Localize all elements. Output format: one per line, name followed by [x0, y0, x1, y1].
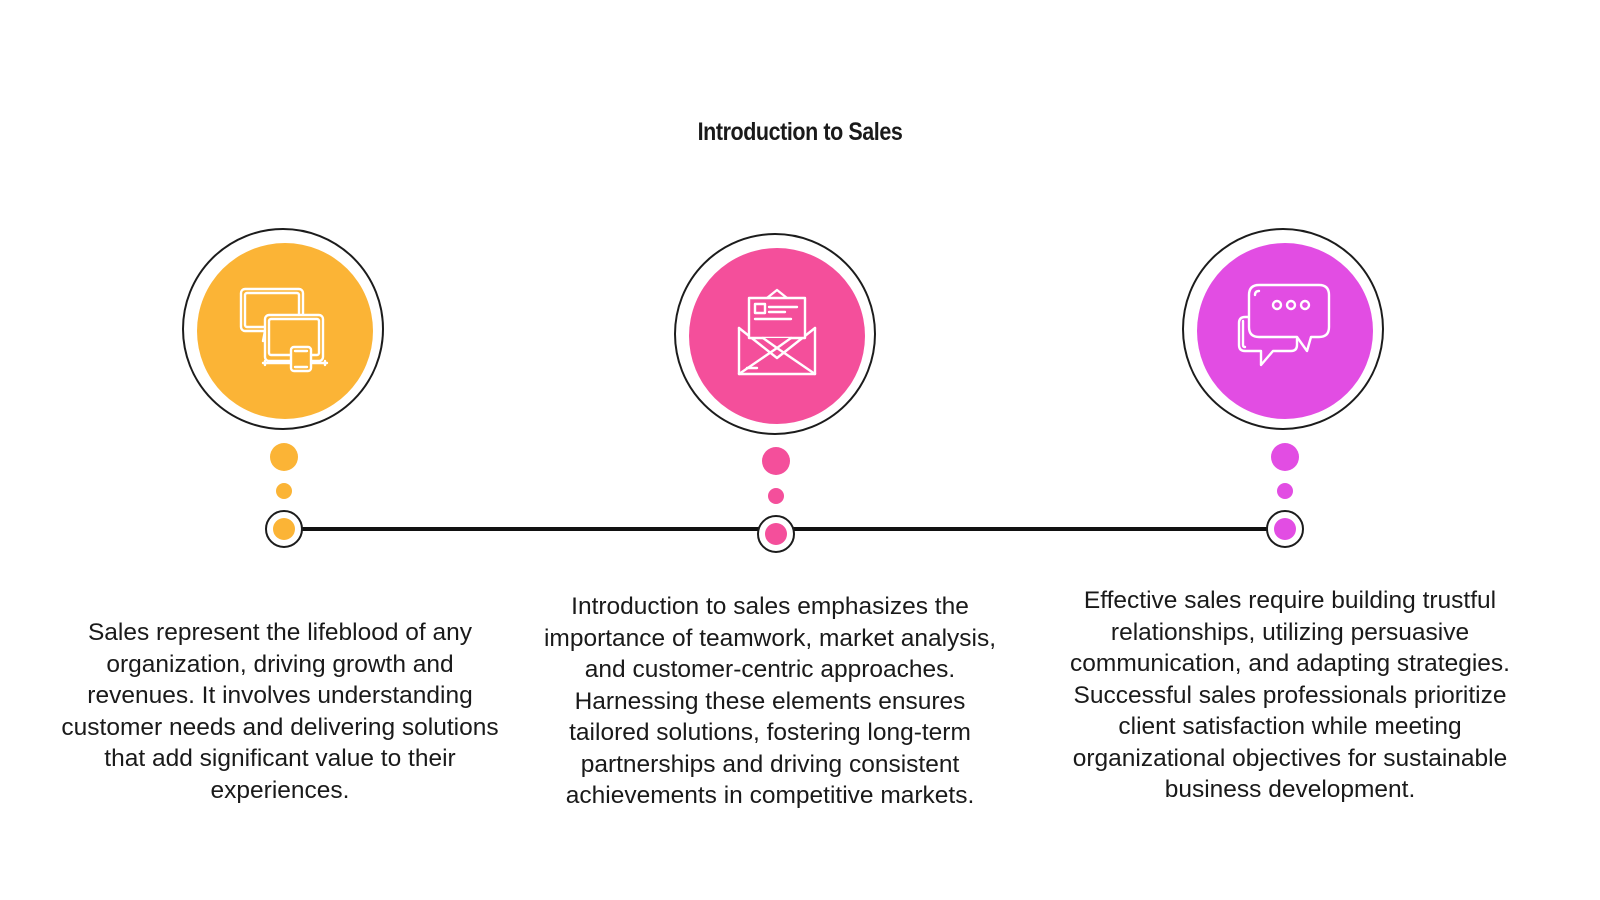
- step-1-disc: [197, 243, 373, 419]
- step-1-description: Sales represent the lifeblood of any org…: [61, 619, 499, 804]
- step-2-dot-small: [768, 488, 784, 504]
- step-3-dot-large: [1271, 443, 1299, 471]
- step-2-anchor: [757, 515, 795, 553]
- step-2-disc: [689, 248, 865, 424]
- step-1-dot-small: [276, 483, 292, 499]
- step-2-description: Introduction to sales emphasizes the imp…: [543, 593, 997, 809]
- step-1-dot-large: [270, 443, 298, 471]
- step-3-circle: [1182, 228, 1384, 430]
- step-2-circle: [674, 233, 876, 435]
- devices-icon: [239, 287, 329, 373]
- step-3-disc: [1197, 243, 1373, 419]
- step-2-dot-large: [762, 447, 790, 475]
- step-3-anchor: [1266, 510, 1304, 548]
- step-1-circle: [182, 228, 384, 430]
- step-3-dot-small: [1277, 483, 1293, 499]
- step-1-anchor: [265, 510, 303, 548]
- envelope-letter-icon: [737, 288, 817, 376]
- page-title: Introduction to Sales: [697, 118, 903, 146]
- chat-bubbles-icon: [1237, 283, 1331, 367]
- step-3-description: Effective sales require building trustfu…: [1070, 587, 1510, 803]
